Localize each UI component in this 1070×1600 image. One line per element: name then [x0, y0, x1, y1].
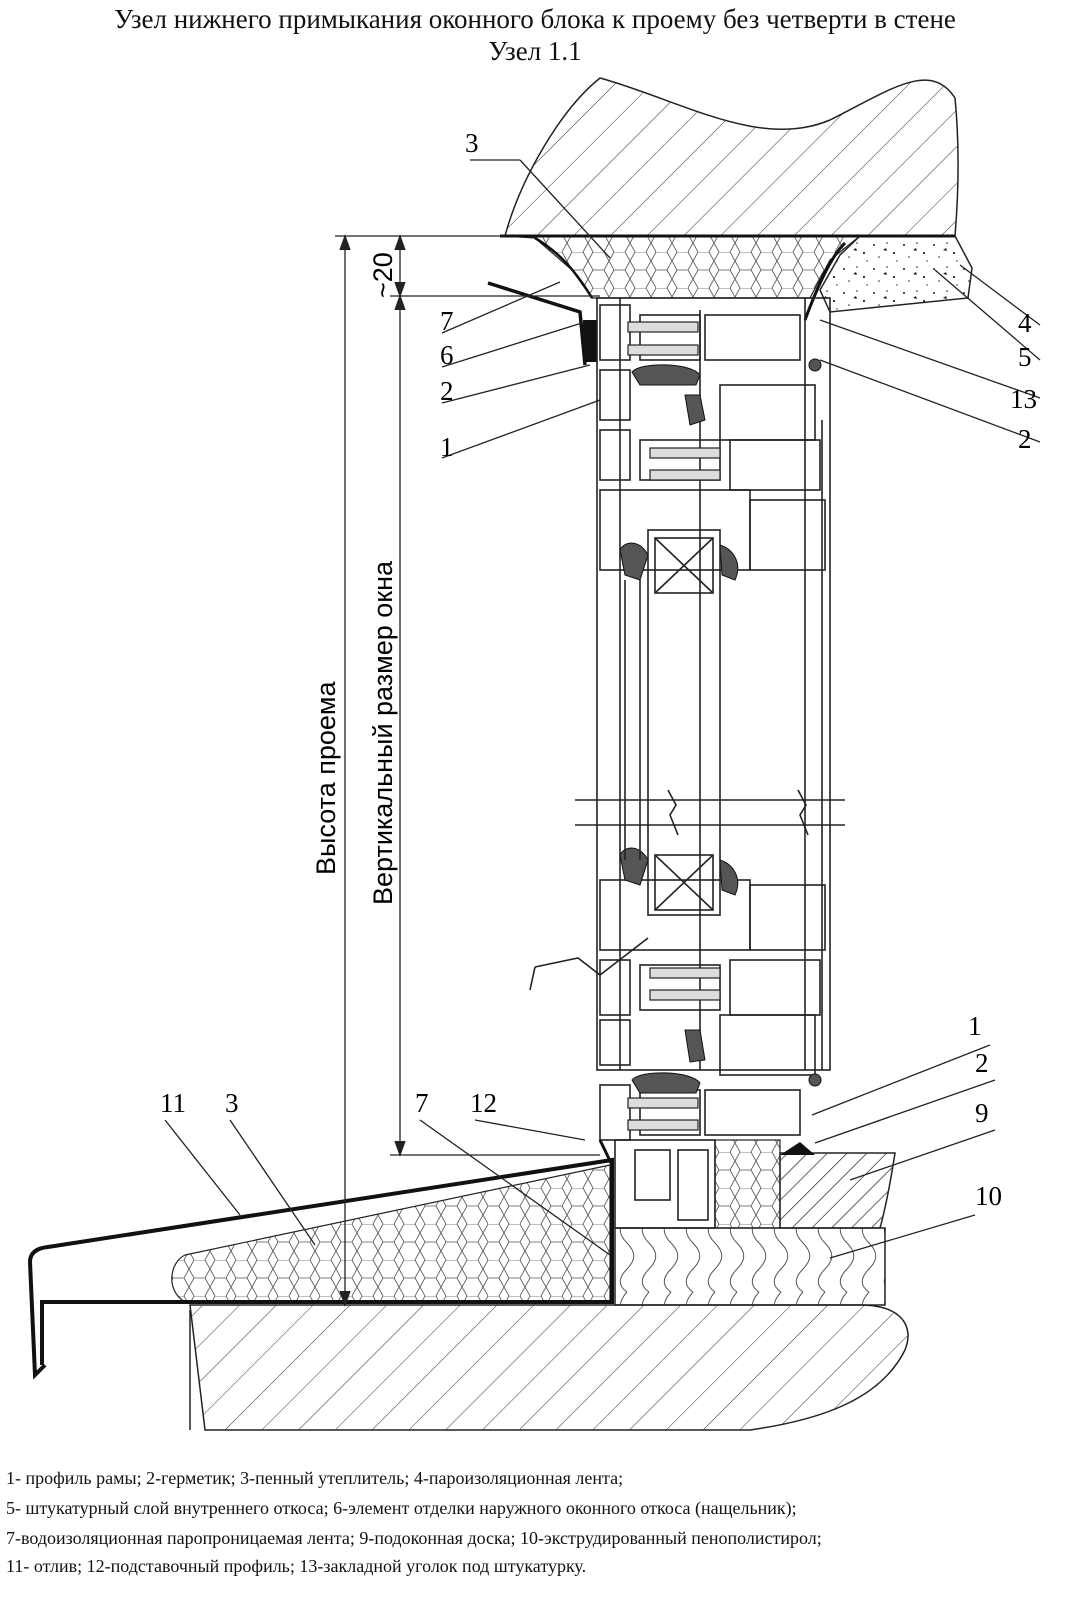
callout-4: 4 [1018, 308, 1032, 338]
legend-line-3: 7-водоизоляционная паропроницаемая лента… [6, 1528, 822, 1548]
callout-6: 6 [440, 340, 454, 370]
support-profile [614, 1139, 716, 1229]
dimension-lines [335, 234, 600, 1307]
foam-insulation-bottom [714, 1139, 781, 1229]
plaster-layer [819, 235, 973, 313]
foam-insulation-top [502, 235, 862, 299]
drawing-title: Узел нижнего примыкания оконного блока к… [114, 4, 956, 34]
callout-1-top: 1 [440, 432, 454, 462]
drawing-subtitle: Узел 1.1 [488, 36, 582, 66]
sill-board [779, 1152, 896, 1229]
opening-height-label: Высота проема [311, 681, 341, 875]
callout-7-top: 7 [440, 306, 454, 336]
glazing-unit [624, 529, 721, 916]
callout-9: 9 [975, 1098, 989, 1128]
break-line [575, 789, 845, 836]
foam-insulation-exterior [171, 1164, 611, 1303]
sill-flashing [27, 1157, 614, 1380]
leader-lines [164, 159, 1041, 1259]
callout-3-top: 3 [465, 128, 479, 158]
drip-cap [534, 937, 649, 977]
gap-dimension-label: ~20 [368, 252, 398, 298]
window-height-label: Вертикальный размер окна [368, 560, 398, 905]
callout-2-right: 2 [1018, 424, 1032, 454]
callout-5: 5 [1018, 342, 1032, 372]
legend-line-2: 5- штукатурный слой внутреннего откоса; … [6, 1498, 797, 1518]
callout-2-bottom: 2 [975, 1048, 989, 1078]
legend-line-1: 1- профиль рамы; 2-герметик; 3-пенный ут… [6, 1468, 624, 1488]
lower-wall [189, 1304, 909, 1431]
window-frame [596, 297, 831, 1141]
callout-7-bottom: 7 [415, 1088, 429, 1118]
section-drawing: 3 7 6 2 1 4 5 13 2 1 2 9 10 11 3 7 12 ~2… [27, 77, 1041, 1431]
legend-line-4: 11- отлив; 12-подставочный профиль; 13-з… [6, 1556, 587, 1576]
callout-11: 11 [160, 1088, 186, 1118]
thermal-break [627, 321, 721, 1131]
xps-insulation [614, 1227, 886, 1306]
callout-12: 12 [470, 1088, 497, 1118]
callout-13: 13 [1010, 384, 1037, 414]
upper-wall [504, 77, 959, 237]
callout-1-bottom: 1 [968, 1011, 982, 1041]
callout-2-left: 2 [440, 376, 454, 406]
callout-10: 10 [975, 1181, 1002, 1211]
gaskets [619, 358, 822, 1094]
callout-3-bottom: 3 [225, 1088, 239, 1118]
exterior-trim [487, 281, 587, 366]
